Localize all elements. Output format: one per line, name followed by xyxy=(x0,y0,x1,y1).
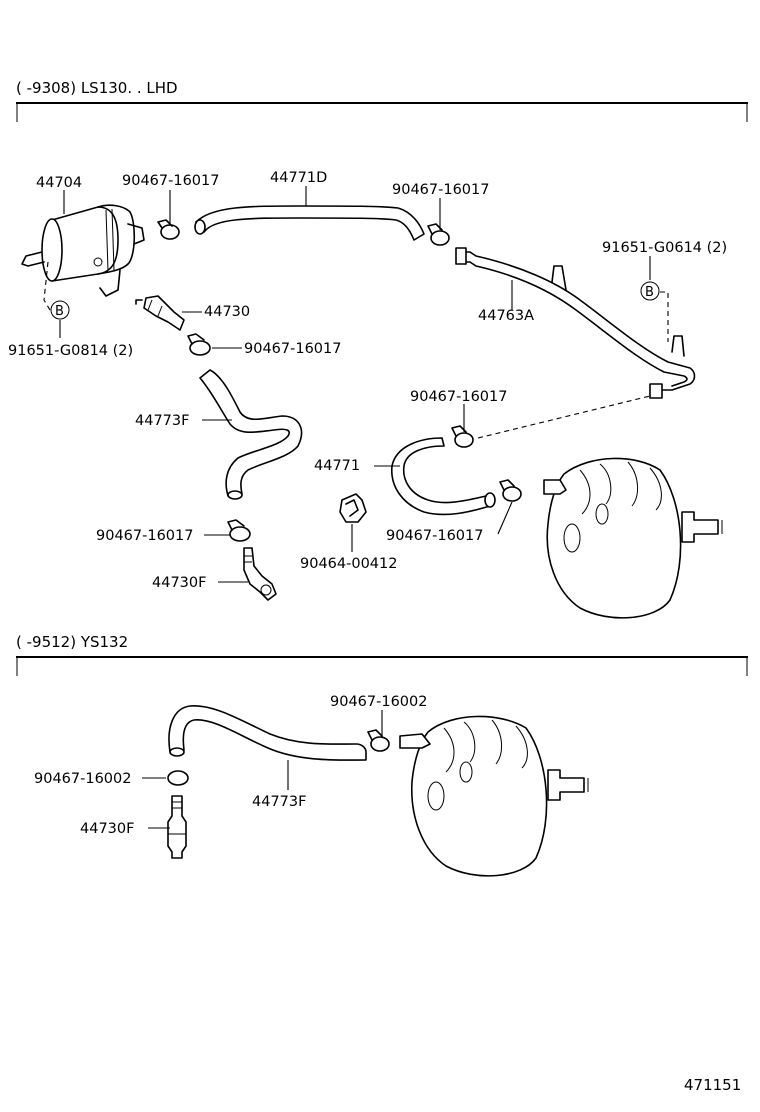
figure-number: 471151 xyxy=(684,1076,741,1094)
label-clip-d: 90467-16017 xyxy=(410,389,508,405)
label-44773F: 44773F xyxy=(135,413,189,429)
section-bracket-bottom xyxy=(16,656,748,676)
hose-clip-f xyxy=(227,519,251,542)
label-44730F-lower: 44730F xyxy=(80,821,134,837)
label-44773F-lower: 44773F xyxy=(252,794,306,810)
label-clip-e: 90467-16017 xyxy=(386,528,484,544)
check-valve-44730 xyxy=(135,295,185,331)
vacuum-hose-44773F-lower xyxy=(168,705,367,761)
section-header-ls130: ( -9308) LS130. . LHD xyxy=(16,79,178,97)
label-clip-a: 90467-16017 xyxy=(122,173,220,189)
vacuum-hose-44771 xyxy=(391,437,496,516)
label-44730F: 44730F xyxy=(152,575,206,591)
leader-clip-e xyxy=(497,501,513,535)
label-44771D: 44771D xyxy=(270,170,327,186)
hose-clip-h xyxy=(167,770,189,786)
label-91651-G0814: 91651-G0814 (2) xyxy=(8,343,133,359)
label-44771: 44771 xyxy=(314,458,360,474)
reference-b-left: B xyxy=(55,304,64,319)
hose-clip-b xyxy=(427,223,450,246)
section-bracket-top xyxy=(16,102,748,122)
section-header-ys132: ( -9512) YS132 xyxy=(16,633,128,651)
fitting-44730F xyxy=(243,547,277,601)
hose-clip-d xyxy=(451,425,474,448)
fitting-44730F-lower xyxy=(167,795,187,859)
reference-b-dashed-left xyxy=(43,261,51,311)
reference-b-circle-right xyxy=(640,281,660,301)
label-clip-h: 90467-16002 xyxy=(34,771,132,787)
reference-b-circle-left xyxy=(50,300,70,320)
label-90464-00412: 90464-00412 xyxy=(300,556,398,572)
label-clip-b: 90467-16017 xyxy=(392,182,490,198)
vacuum-hose-44773F xyxy=(199,369,303,500)
vacuum-tank-44704 xyxy=(21,204,145,297)
vacuum-hose-44771D xyxy=(194,205,425,241)
reference-b-right: B xyxy=(645,285,654,300)
clamp-90464-00412 xyxy=(339,493,367,523)
label-44730: 44730 xyxy=(204,304,250,320)
brake-booster-lower xyxy=(399,715,589,877)
vacuum-pipe-44763A xyxy=(455,247,696,399)
label-clip-c: 90467-16017 xyxy=(244,341,342,357)
hose-clip-a xyxy=(157,219,180,240)
label-clip-g: 90467-16002 xyxy=(330,694,428,710)
brake-booster-upper xyxy=(543,457,723,619)
label-91651-G0614: 91651-G0614 (2) xyxy=(602,240,727,256)
hose-clip-e xyxy=(499,479,522,502)
hose-clip-c xyxy=(187,333,211,356)
dashed-connection-line xyxy=(477,395,651,439)
hose-clip-g xyxy=(367,729,390,752)
label-44704: 44704 xyxy=(36,175,82,191)
reference-b-dashed-right xyxy=(660,291,669,342)
label-44763A: 44763A xyxy=(478,308,534,324)
label-clip-f: 90467-16017 xyxy=(96,528,194,544)
